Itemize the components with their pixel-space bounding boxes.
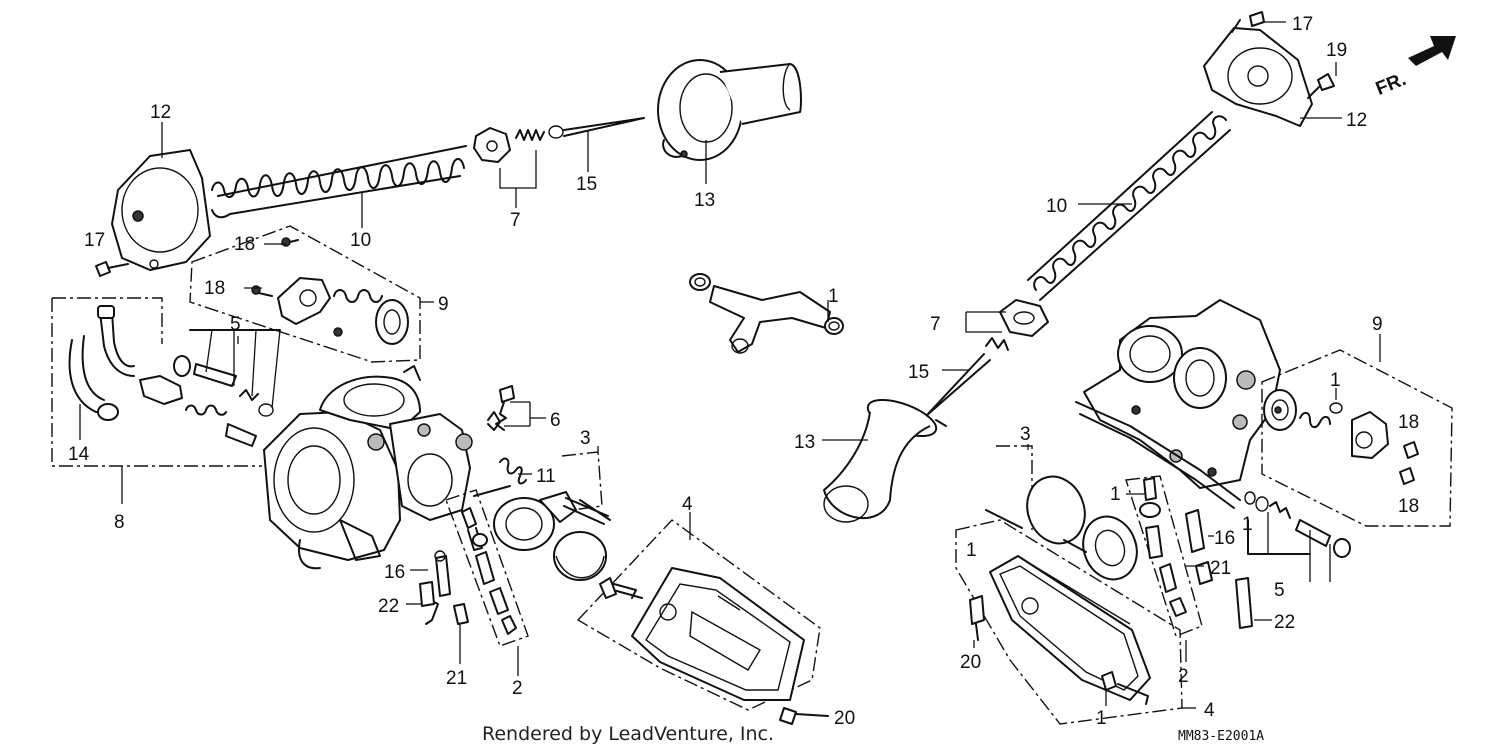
leader-lines [79, 21, 1381, 709]
callout-10-right: 10 [1046, 196, 1067, 217]
screw-20-left [779, 707, 829, 725]
spring-left [211, 145, 467, 219]
bolt-17-left [95, 261, 129, 277]
pilot-screw-left [173, 329, 281, 417]
callout-8-left: 8 [114, 512, 125, 533]
diagram-code: MM83-E2001A [1178, 729, 1264, 744]
callout-2-left: 2 [512, 678, 523, 699]
jet-needle-right [925, 353, 991, 417]
callout-12-left: 12 [150, 102, 171, 123]
needle-holder-left [473, 127, 545, 163]
callout-7-left: 7 [510, 210, 521, 231]
float-right [1026, 475, 1138, 581]
callout-1-right-e: 1 [1096, 708, 1107, 729]
callout-17-right: 17 [1292, 14, 1313, 35]
callout-3-left: 3 [580, 428, 591, 449]
callout-3-right: 3 [1020, 424, 1031, 445]
callout-7-right: 7 [930, 314, 941, 335]
footer-credit: Rendered by LeadVenture, Inc. [482, 723, 774, 745]
callout-15-right: 15 [908, 362, 929, 383]
callout-21-left: 21 [446, 668, 467, 689]
callout-5-right: 5 [1274, 580, 1285, 601]
callout-19-right: 19 [1326, 40, 1347, 61]
callout-22-left: 22 [378, 596, 399, 617]
callout-16-right: 16 [1214, 528, 1235, 549]
bracket-8-left [51, 297, 262, 504]
callout-18-left-a: 18 [234, 234, 255, 255]
jets-2-left [445, 489, 529, 647]
callout-22-right: 22 [1274, 612, 1295, 633]
group-9-right [1261, 349, 1453, 527]
callout-1-right-c: 1 [1242, 514, 1253, 535]
spring-right [1027, 111, 1231, 301]
group-9-left [189, 225, 421, 363]
callout-1-center: 1 [828, 286, 839, 307]
small-parts-right [1185, 509, 1253, 629]
callout-18-right-a: 18 [1398, 412, 1419, 433]
callout-9-left: 9 [438, 294, 449, 315]
float-chamber-right [955, 519, 1183, 725]
callout-1-right-d: 1 [966, 540, 977, 561]
jets-2-right [1125, 475, 1203, 637]
callout-1-right-a: 1 [1330, 370, 1341, 391]
callout-15-left: 15 [576, 174, 597, 195]
float-left [473, 485, 609, 581]
callout-13-left: 13 [694, 190, 715, 211]
callout-12-right: 12 [1346, 110, 1367, 131]
float-pin-left [561, 451, 611, 521]
callout-20-left: 20 [834, 708, 855, 729]
callout-16-left: 16 [384, 562, 405, 583]
callout-21-right: 21 [1210, 558, 1231, 579]
piston-left [657, 59, 802, 161]
top-cover-left [111, 149, 211, 271]
joint-pipe-center [689, 273, 844, 354]
callout-20-right: 20 [960, 652, 981, 673]
pilot-screw-right [1244, 491, 1351, 582]
front-direction-label: FR. [1373, 69, 1409, 100]
callout-4-right: 4 [1204, 700, 1215, 721]
callout-13-right: 13 [794, 432, 815, 453]
callout-9-right: 9 [1372, 314, 1383, 335]
callout-18-right-b: 18 [1398, 496, 1419, 517]
callout-6-left: 6 [550, 410, 561, 431]
callout-17-left: 17 [84, 230, 105, 251]
small-parts-left [419, 550, 469, 625]
callouts: 12 10 7 15 13 17 18 18 9 5 14 8 6 3 11 4… [68, 14, 1419, 729]
starter-valve-left [139, 375, 257, 447]
top-cover-right [1203, 11, 1335, 127]
hoses-left [68, 305, 135, 421]
carburetor-body-right [1075, 299, 1281, 509]
callout-18-left-b: 18 [204, 278, 225, 299]
piston-right [823, 398, 947, 523]
callout-4-left: 4 [682, 494, 693, 515]
front-direction-arrow [1408, 36, 1456, 66]
callout-1-right-b: 1 [1110, 484, 1121, 505]
float-pin-right [985, 445, 1033, 530]
jet-needle-left [548, 117, 645, 139]
screws-6-left [487, 385, 531, 431]
callout-14-left: 14 [68, 444, 90, 465]
callout-10-left: 10 [350, 230, 371, 251]
needle-holder-right [985, 299, 1049, 351]
callout-2-right: 2 [1178, 666, 1189, 687]
callout-5-left: 5 [230, 314, 241, 335]
carburetor-body-left [263, 365, 473, 570]
callout-11-left: 11 [536, 466, 556, 487]
float-chamber-left [576, 519, 821, 711]
spring-11-left [499, 457, 527, 485]
